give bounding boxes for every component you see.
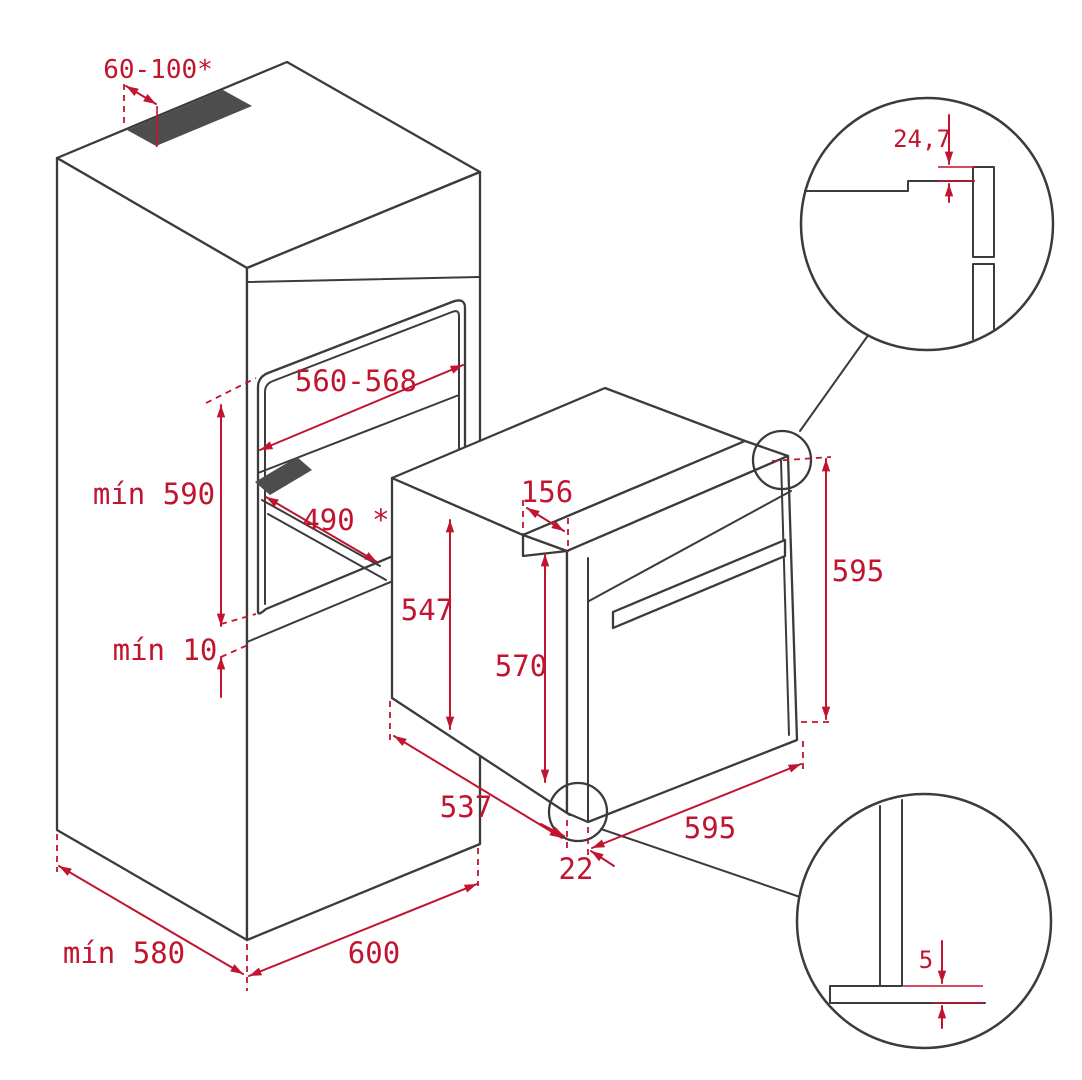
detail-circle-top [799, 96, 1055, 352]
dim-top-vent: 60-100* [103, 55, 213, 147]
detail-bottom-door-profile [879, 799, 903, 987]
detail-callout-top: 24,7 [799, 96, 1055, 352]
dim-niche-height: mín 590 [93, 377, 257, 627]
dim-label-bottom-clearance: 5 [919, 946, 933, 974]
dim-label-niche-depth: 490 * [302, 503, 389, 537]
dim-label-door-protrusion: 22 [559, 852, 594, 886]
dim-niche-depth: 490 * [265, 496, 390, 563]
detail-circle-bottom [795, 792, 1053, 1050]
dim-label-niche-height: mín 590 [93, 477, 215, 511]
oven-drawing [390, 386, 799, 824]
detail-callout-bottom: 5 [795, 792, 1053, 1050]
dim-bottom-clearance: 5 [903, 940, 983, 1029]
dim-door-protrusion: 22 [540, 820, 615, 886]
dim-cabinet-width: 600 [246, 848, 479, 991]
dim-label-front-height: 595 [832, 554, 884, 588]
cabinet-top-rail-line [246, 276, 480, 283]
dim-body-depth: 537 [389, 701, 563, 839]
dim-label-panel-depth: 156 [521, 475, 573, 509]
dim-label-cabinet-depth: mín 580 [63, 936, 185, 970]
oven-door-right-edge [780, 459, 790, 736]
detail-top-frame-profile [972, 166, 995, 340]
dim-label-body-height: 547 [401, 593, 453, 627]
dimension-annotations: 60-100* 560-568 490 * mín 590 mín 10 mín… [56, 55, 884, 991]
oven-handle-slot [611, 538, 787, 630]
niche-floor-vent-slot [255, 457, 312, 495]
dim-label-top-vent: 60-100* [103, 55, 213, 85]
oven-panel-door-split [588, 490, 792, 602]
dim-niche-width: 560-568 [259, 364, 464, 451]
dim-bottom-vent: mín 10 [113, 633, 251, 698]
dim-front-width: 595 [591, 741, 804, 849]
magnifier-ring-top-icon [751, 429, 813, 491]
dim-label-front-width: 595 [684, 811, 736, 845]
dim-panel-depth: 156 [521, 475, 573, 552]
dim-label-body-depth: 537 [440, 790, 492, 824]
dim-label-rear-height: 570 [495, 649, 547, 683]
dim-label-frame-overhang: 24,7 [893, 125, 951, 153]
dim-label-niche-width: 560-568 [295, 364, 417, 398]
cabinet-top-vent-slot [127, 90, 252, 146]
dim-body-height: 547 [401, 519, 455, 730]
dim-front-height: 595 [771, 456, 884, 723]
connector-line-top [799, 333, 870, 432]
dim-frame-overhang: 24,7 [893, 114, 975, 203]
cabinet-left-face [55, 156, 249, 942]
dim-label-cabinet-width: 600 [348, 936, 400, 970]
dim-cabinet-depth: mín 580 [56, 834, 244, 975]
dim-label-bottom-vent: mín 10 [113, 633, 218, 667]
